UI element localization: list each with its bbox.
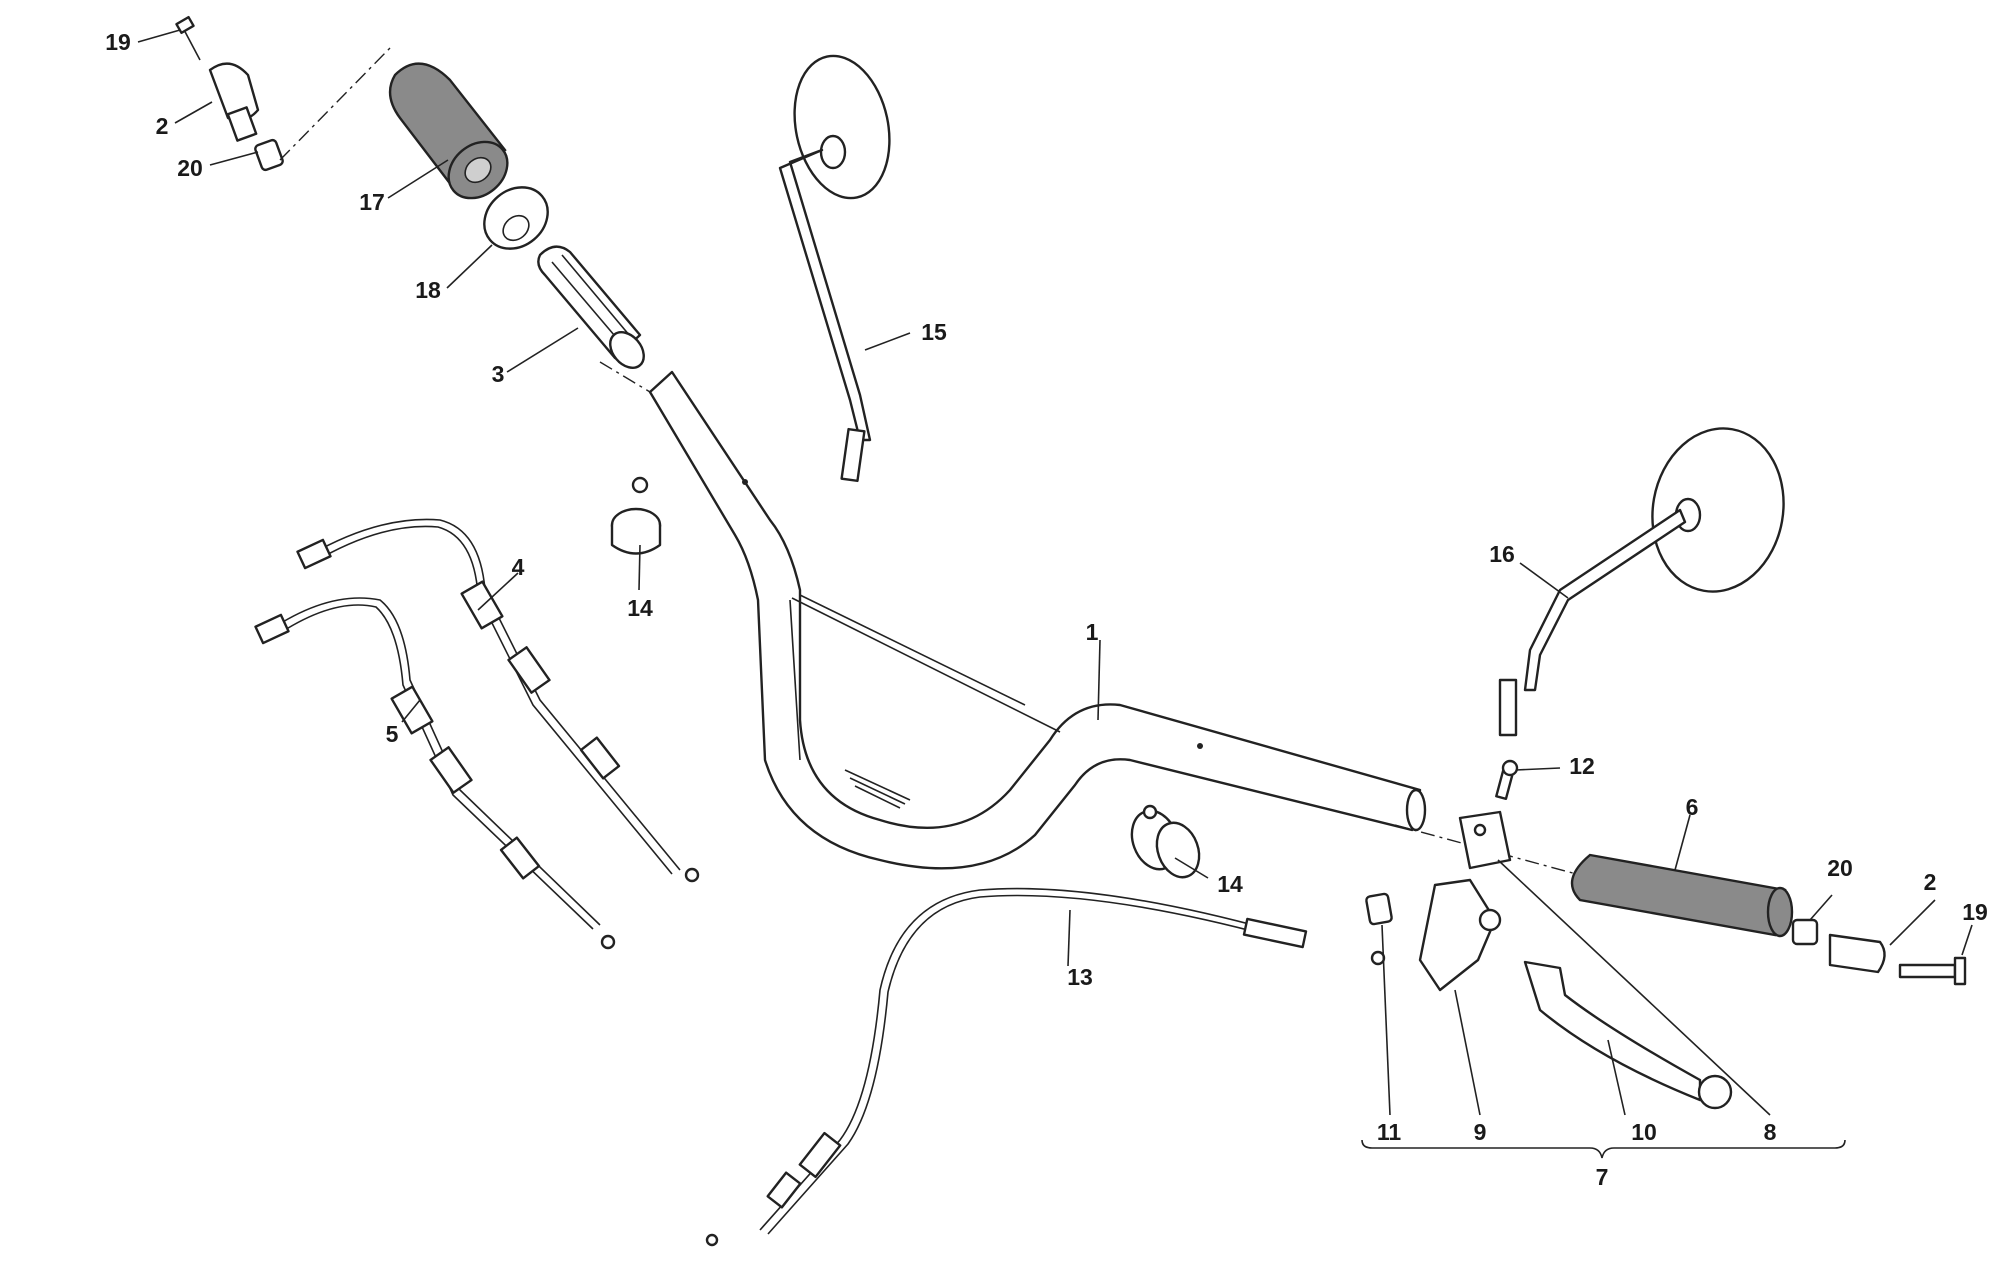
leader-lines xyxy=(137,29,1973,1116)
callout-13: 13 xyxy=(1067,964,1093,990)
lever-10 xyxy=(1523,960,1733,1110)
callout-6: 6 xyxy=(1686,794,1699,820)
callout-5: 5 xyxy=(386,721,399,747)
callout-17: 17 xyxy=(359,189,385,215)
throttle-sleeve xyxy=(537,245,645,369)
left-grip-ring xyxy=(483,186,549,250)
callout-16: 16 xyxy=(1489,541,1515,567)
callout-2-right: 2 xyxy=(1924,869,1937,895)
callout-15: 15 xyxy=(921,319,947,345)
callout-19-right: 19 xyxy=(1962,899,1988,925)
clamp-lower xyxy=(1130,804,1201,879)
callout-3: 3 xyxy=(492,361,505,387)
callout-2-left: 2 xyxy=(156,113,169,139)
lever-body-9 xyxy=(1418,878,1502,992)
callout-12: 12 xyxy=(1569,753,1595,779)
clamp-upper xyxy=(610,476,662,555)
right-mirror xyxy=(1498,427,1785,737)
callout-7: 7 xyxy=(1596,1164,1609,1190)
callout-10: 10 xyxy=(1631,1119,1657,1145)
callout-1: 1 xyxy=(1086,619,1099,645)
callout-9: 9 xyxy=(1474,1119,1487,1145)
callout-14-upper: 14 xyxy=(627,595,653,621)
callout-19-left: 19 xyxy=(105,29,131,55)
throttle-cable-5 xyxy=(254,597,616,950)
left-grip xyxy=(388,62,509,200)
clutch-cable xyxy=(705,887,1386,1247)
left-bar-end xyxy=(175,15,284,172)
right-grip xyxy=(1570,853,1794,938)
handlebar xyxy=(648,370,1427,870)
callout-11: 11 xyxy=(1377,1119,1402,1145)
callout-14-lower: 14 xyxy=(1217,871,1243,897)
lever-clamp-8 xyxy=(1458,810,1512,870)
pivot-11 xyxy=(1365,892,1393,926)
callout-20-left: 20 xyxy=(177,155,203,181)
callout-20-right: 20 xyxy=(1827,855,1853,881)
right-bar-end xyxy=(1791,918,1967,986)
callout-8: 8 xyxy=(1764,1119,1777,1145)
throttle-cable-4 xyxy=(296,518,700,883)
left-mirror xyxy=(778,54,891,483)
screw-12 xyxy=(1495,759,1519,800)
callout-18: 18 xyxy=(415,277,441,303)
callout-4: 4 xyxy=(512,554,525,580)
